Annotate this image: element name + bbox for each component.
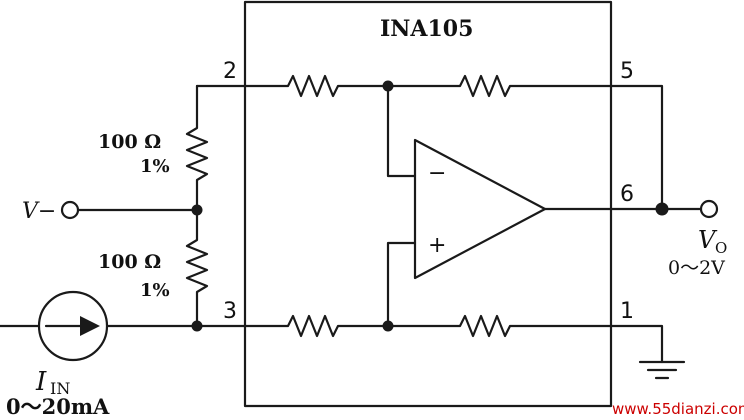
top-resistor-tolerance: 1% bbox=[140, 156, 170, 177]
junction-dot bbox=[191, 204, 203, 216]
current-source-icon bbox=[37, 290, 109, 362]
opamp-plus-input: + bbox=[428, 233, 446, 258]
junction-dot bbox=[655, 202, 669, 216]
current-range: 0～20mA bbox=[6, 394, 110, 419]
junction-dot bbox=[382, 320, 394, 332]
output-range: 0～2V bbox=[668, 257, 725, 279]
output-subscript: O bbox=[715, 239, 727, 257]
junction-dot bbox=[191, 320, 203, 332]
opamp-symbol bbox=[413, 138, 547, 280]
junction-dot bbox=[382, 80, 394, 92]
current-symbol: I bbox=[35, 367, 47, 397]
bottom-signal-path bbox=[0, 314, 664, 364]
pin-1-label: 1 bbox=[620, 299, 634, 324]
output-symbol: V bbox=[698, 226, 718, 254]
noninverting-input-wire bbox=[386, 241, 417, 328]
current-subscript: IN bbox=[50, 379, 70, 398]
opamp-minus-input: − bbox=[428, 161, 446, 186]
pin-6-label: 6 bbox=[620, 182, 634, 207]
top-resistor-value: 100 Ω bbox=[98, 131, 161, 153]
pin-5-label: 5 bbox=[620, 59, 634, 84]
bottom-resistor-value: 100 Ω bbox=[98, 251, 161, 273]
pin-3-label: 3 bbox=[223, 299, 237, 324]
chip-name: INA105 bbox=[380, 16, 473, 42]
pin-2-label: 2 bbox=[223, 59, 237, 84]
bottom-resistor-tolerance: 1% bbox=[140, 280, 170, 301]
v-minus-label: V− bbox=[22, 199, 56, 224]
v-minus-terminal bbox=[60, 200, 80, 220]
inverting-input-wire bbox=[386, 84, 417, 178]
top-signal-path bbox=[195, 74, 664, 212]
ground-icon bbox=[638, 360, 686, 380]
ina105-package bbox=[243, 0, 613, 408]
watermark-text: www.55dianzi.com bbox=[612, 400, 744, 418]
output-terminal bbox=[699, 199, 719, 219]
